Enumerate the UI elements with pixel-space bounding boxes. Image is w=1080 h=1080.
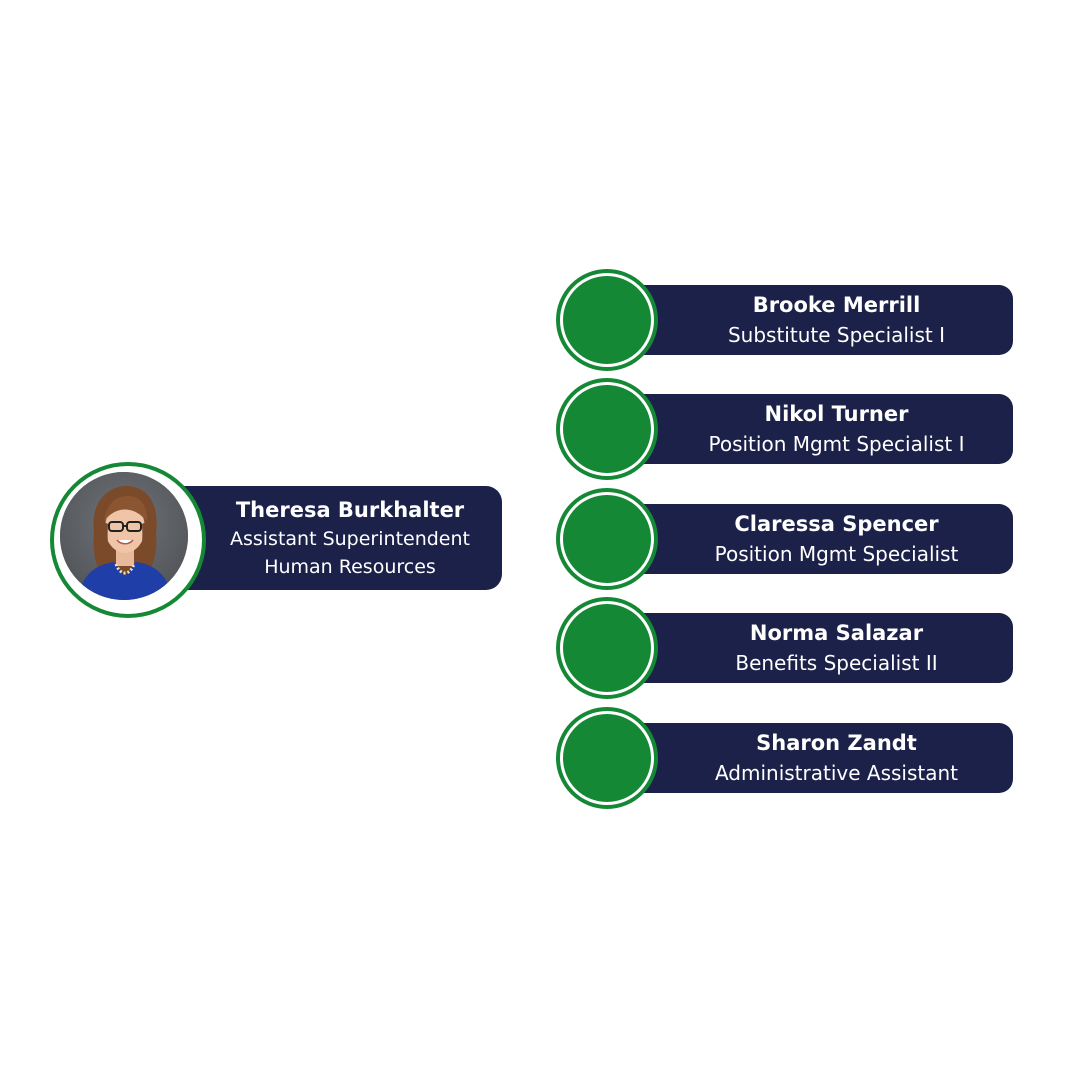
staff-avatar-placeholder — [563, 604, 651, 692]
staff-name: Sharon Zandt — [756, 731, 917, 755]
staff-card: Sharon Zandt Administrative Assistant — [556, 707, 1016, 811]
staff-name: Norma Salazar — [749, 621, 924, 645]
staff-name: Claressa Spencer — [734, 512, 939, 536]
leader-avatar — [60, 472, 188, 600]
staff-name-bar: Claressa Spencer Position Mgmt Specialis… — [644, 504, 1013, 574]
staff-name-bar: Brooke Merrill Substitute Specialist I — [644, 285, 1013, 355]
leader-name-bar: Theresa Burkhalter Assistant Superintend… — [170, 486, 502, 590]
staff-name-bar: Nikol Turner Position Mgmt Specialist I — [644, 394, 1013, 464]
staff-name-bar: Sharon Zandt Administrative Assistant — [644, 723, 1013, 793]
leader-title-line2: Human Resources — [264, 556, 436, 578]
staff-card: Claressa Spencer Position Mgmt Specialis… — [556, 488, 1016, 592]
staff-card: Brooke Merrill Substitute Specialist I — [556, 269, 1016, 373]
staff-name: Brooke Merrill — [752, 293, 921, 317]
staff-title: Benefits Specialist II — [735, 651, 938, 675]
staff-avatar-placeholder — [563, 385, 651, 473]
staff-avatar-placeholder — [563, 714, 651, 802]
leader-title-line1: Assistant Superintendent — [229, 528, 470, 550]
portrait-photo — [60, 472, 188, 600]
leader-name: Theresa Burkhalter — [235, 498, 465, 522]
staff-card: Norma Salazar Benefits Specialist II — [556, 597, 1016, 701]
staff-card: Nikol Turner Position Mgmt Specialist I — [556, 378, 1016, 482]
staff-title: Administrative Assistant — [714, 761, 959, 785]
leader-card: Theresa Burkhalter Assistant Superintend… — [50, 462, 505, 620]
staff-name: Nikol Turner — [764, 402, 909, 426]
staff-avatar-placeholder — [563, 495, 651, 583]
staff-avatar-placeholder — [563, 276, 651, 364]
staff-title: Substitute Specialist I — [727, 323, 946, 347]
staff-title: Position Mgmt Specialist I — [708, 432, 965, 456]
staff-name-bar: Norma Salazar Benefits Specialist II — [644, 613, 1013, 683]
staff-title: Position Mgmt Specialist — [714, 542, 959, 566]
